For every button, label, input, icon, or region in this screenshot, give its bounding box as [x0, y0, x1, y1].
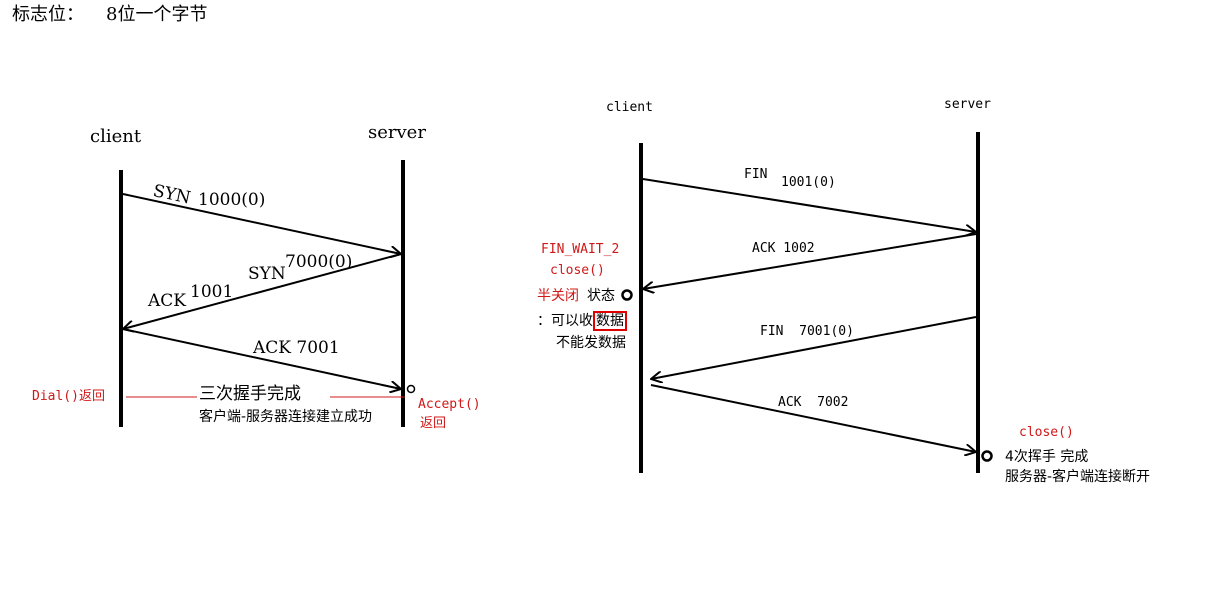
three-way-complete-label: 三次握手完成 — [199, 384, 301, 404]
data-highlight-box: 数据 — [593, 311, 627, 331]
fin-wait-2-label: FIN_WAIT_2 — [541, 242, 620, 257]
ack-7001-label: ACK 7001 — [253, 338, 340, 358]
accept-label: Accept() — [418, 397, 481, 412]
can-receive-text: ：可以收 — [537, 313, 593, 329]
syn-ack-arrow — [123, 253, 402, 329]
syn-ack-ack-flag-label: ACK — [148, 291, 186, 311]
fin-arrow-client — [642, 178, 976, 232]
fin-client-flag-label: FIN — [744, 167, 768, 182]
heading-label: 标志位： — [12, 4, 84, 25]
syn-ack-ack-num-label: 1001 — [190, 282, 234, 302]
accept-return-label: 返回 — [420, 416, 447, 431]
client-close-label: close() — [550, 263, 605, 278]
syn-ack-flag-label: SYN — [248, 264, 286, 284]
syn-ack-seq-label: 7000(0) — [285, 252, 353, 272]
fin-arrow-server — [651, 316, 977, 379]
server-close-label: close() — [1019, 425, 1074, 440]
fin-server-label: FIN 7001(0) — [760, 324, 854, 339]
client-label-left: client — [90, 126, 142, 147]
fin-client-seq-label: 1001(0) — [781, 175, 836, 190]
four-way-complete-label: 4次挥手 完成 — [1005, 449, 1089, 465]
ack-arrow-left — [122, 328, 401, 389]
connection-established-label: 客户端-服务器连接建立成功 — [199, 409, 373, 425]
can-receive-label: ：可以收数据 — [537, 311, 627, 331]
cannot-send-label: 不能发数据 — [556, 335, 626, 351]
half-close-point — [621, 289, 633, 301]
ack-1002-label: ACK 1002 — [752, 241, 815, 256]
ack-7002-label: ACK 7002 — [778, 395, 849, 410]
ack-arrow-client — [650, 384, 976, 452]
accept-point — [406, 384, 416, 394]
state-label: 状态 — [587, 288, 615, 304]
half-close-label: 半关闭 — [537, 288, 579, 304]
server-label-left: server — [368, 122, 426, 143]
server-label-right: server — [944, 97, 991, 112]
connection-closed-label: 服务器-客户端连接断开 — [1005, 469, 1151, 485]
ack-arrow-server — [643, 233, 977, 289]
client-label-right: client — [606, 100, 653, 115]
heading-value: 8位一个字节 — [106, 4, 208, 25]
syn-seq-label: 1000(0) — [198, 190, 266, 210]
syn-arrow — [122, 193, 401, 254]
dial-return-label: Dial()返回 — [32, 389, 105, 404]
server-close-point — [981, 450, 993, 462]
